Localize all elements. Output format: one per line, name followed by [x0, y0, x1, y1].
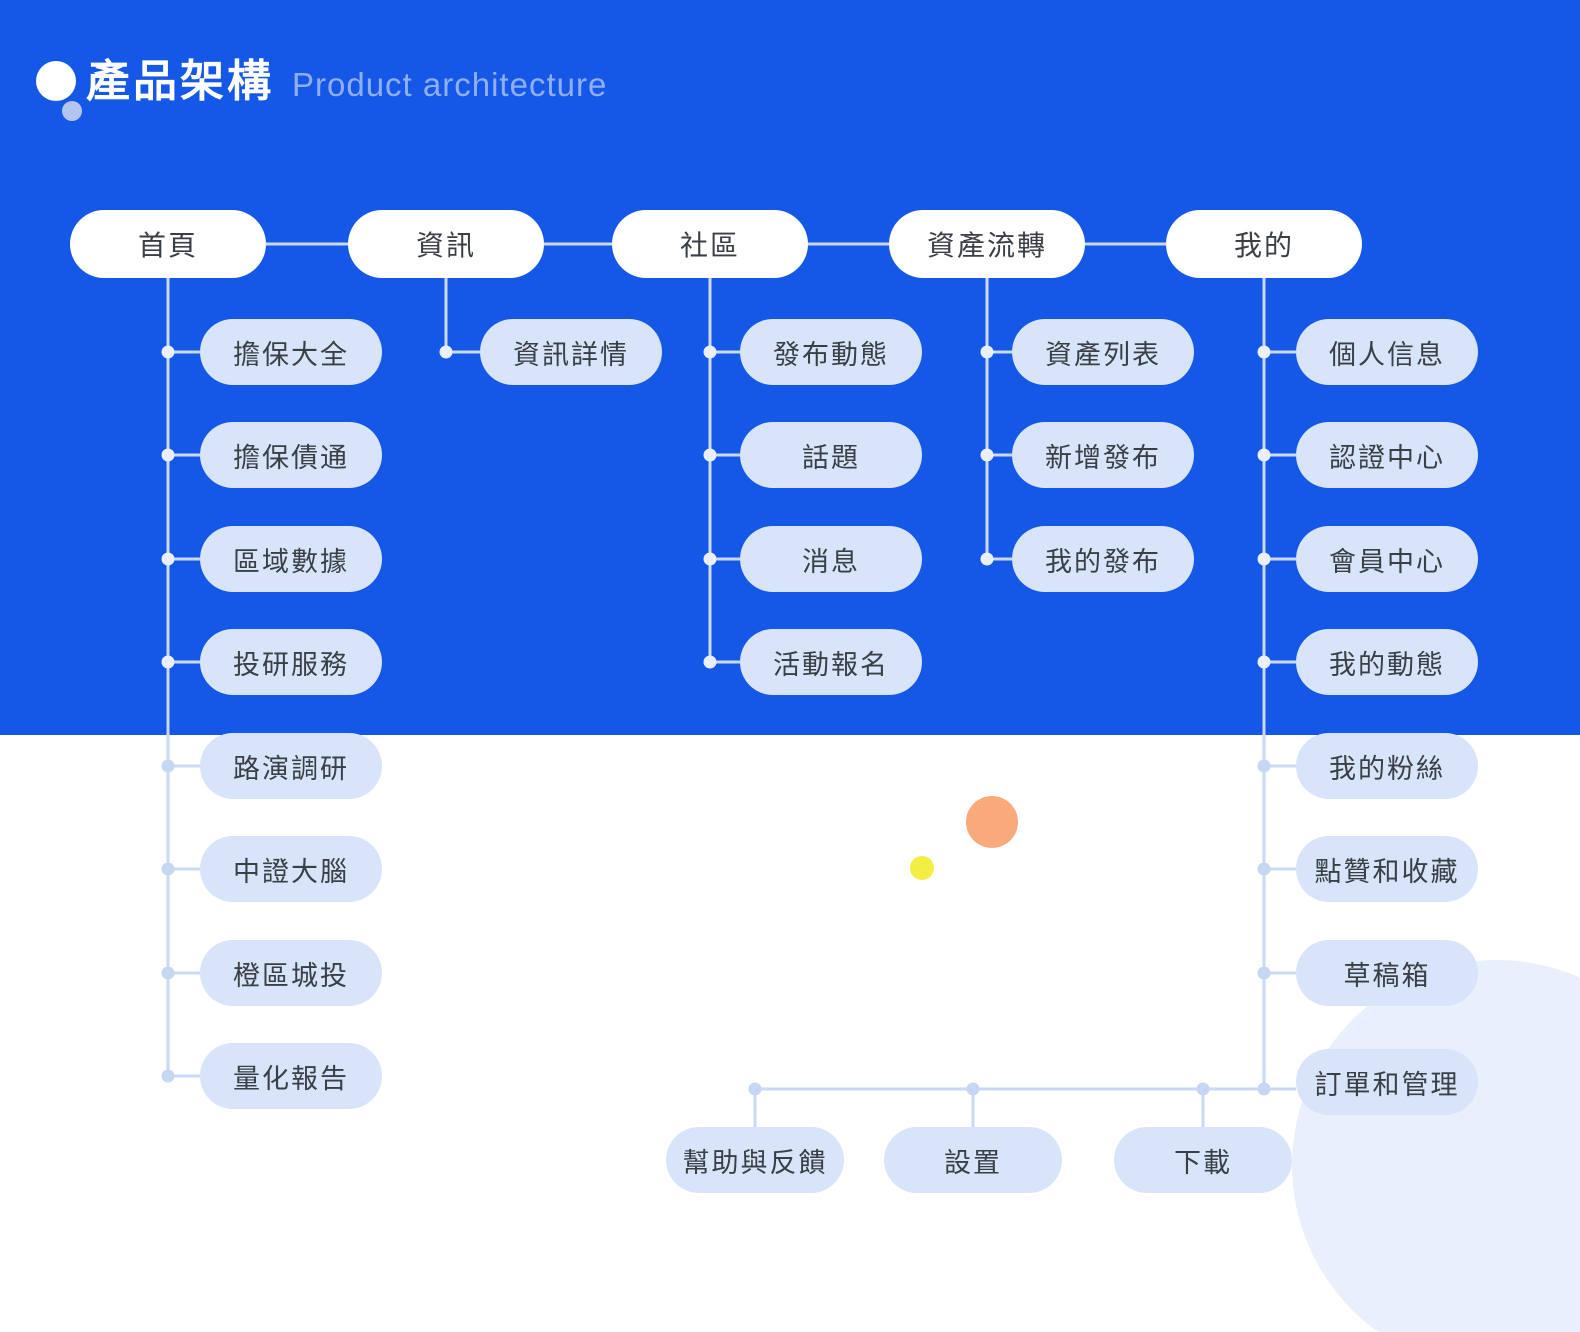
node-home-child-0: 擔保大全: [200, 319, 382, 385]
page-title-en: Product architecture: [292, 66, 608, 103]
node-mine-child-2: 會員中心: [1296, 526, 1478, 592]
node-home-child-7: 量化報告: [200, 1043, 382, 1109]
node-community-child-3: 活動報名: [740, 629, 922, 695]
bottom-node-settings: 設置: [884, 1127, 1062, 1193]
decor-circle-corner: [1292, 960, 1580, 1332]
page-title: 產品架構 Product architecture: [86, 56, 607, 108]
node-mine-child-4: 我的粉絲: [1296, 733, 1478, 799]
top-node-assets: 資產流轉: [889, 210, 1085, 278]
node-community-child-1: 話題: [740, 422, 922, 488]
node-assets-child-1: 新增發布: [1012, 422, 1194, 488]
title-dot-small-icon: [62, 101, 82, 121]
node-news-child-0: 資訊詳情: [480, 319, 662, 385]
node-community-child-0: 發布動態: [740, 319, 922, 385]
top-node-home: 首頁: [70, 210, 266, 278]
node-mine-child-5: 點贊和收藏: [1296, 836, 1478, 902]
connector-lines: [166, 242, 1296, 1127]
page-title-zh: 產品架構: [86, 57, 274, 106]
top-node-mine: 我的: [1166, 210, 1362, 278]
node-assets-child-0: 資產列表: [1012, 319, 1194, 385]
node-home-child-6: 橙區城投: [200, 940, 382, 1006]
node-community-child-2: 消息: [740, 526, 922, 592]
decor-circle-orange: [966, 796, 1018, 848]
node-home-child-4: 路演調研: [200, 733, 382, 799]
node-mine-child-7: 訂單和管理: [1296, 1049, 1478, 1115]
node-assets-child-2: 我的發布: [1012, 526, 1194, 592]
bottom-node-download: 下載: [1114, 1127, 1292, 1193]
junction-dots: [161, 345, 1271, 1096]
node-home-child-3: 投研服務: [200, 629, 382, 695]
decor-circle-yellow: [910, 856, 934, 880]
node-mine-child-6: 草稿箱: [1296, 940, 1478, 1006]
bottom-node-help: 幫助與反饋: [666, 1127, 844, 1193]
node-mine-child-1: 認證中心: [1296, 422, 1478, 488]
node-mine-child-3: 我的動態: [1296, 629, 1478, 695]
top-node-community: 社區: [612, 210, 808, 278]
node-home-child-2: 區域數據: [200, 526, 382, 592]
node-home-child-5: 中證大腦: [200, 836, 382, 902]
node-mine-child-0: 個人信息: [1296, 319, 1478, 385]
title-dot-large-icon: [36, 61, 76, 101]
top-node-news: 資訊: [348, 210, 544, 278]
node-home-child-1: 擔保債通: [200, 422, 382, 488]
